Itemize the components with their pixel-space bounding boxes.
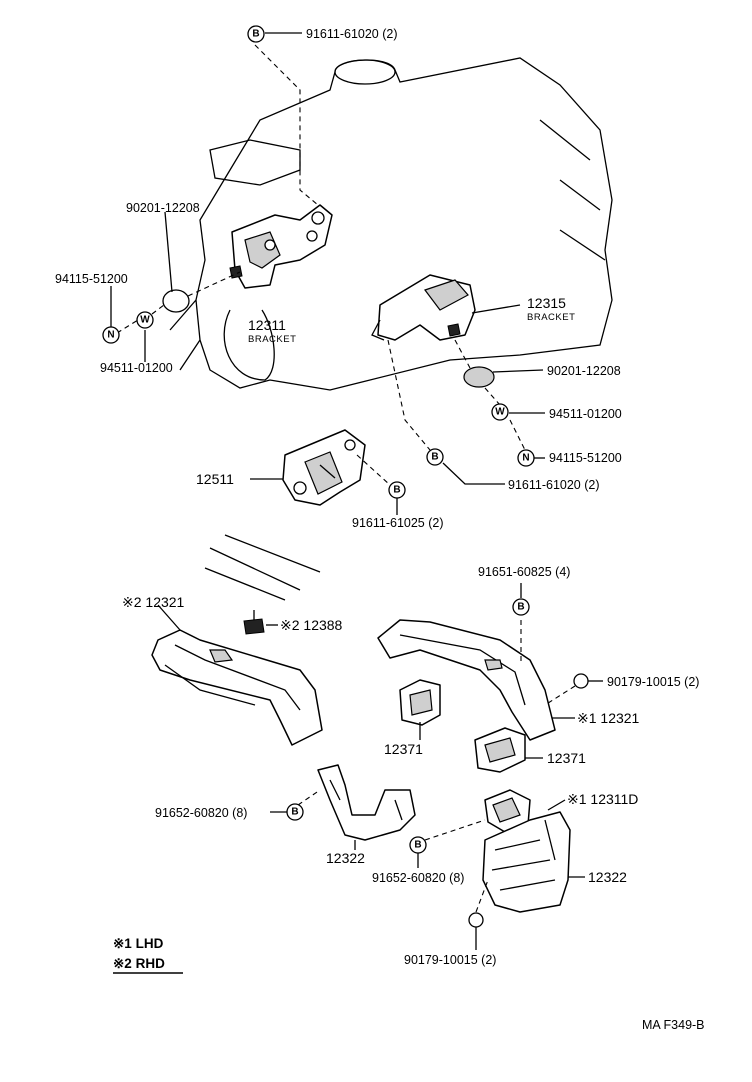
label-lhd-12321: ※1 12321 — [577, 710, 640, 726]
leader-lines — [110, 32, 603, 950]
svg-text:B: B — [431, 452, 438, 463]
label-90201-12208-right: 90201-12208 — [547, 364, 621, 378]
label-12311: 12311 — [248, 317, 286, 333]
symbol-bolt-b-mid: B — [426, 448, 444, 466]
legend: ※1 LHD ※2 RHD — [113, 936, 183, 974]
label-94115-51200-left: 94115-51200 — [55, 272, 128, 286]
part-labels: 91611-61020 (2) 90201-12208 94115-51200 … — [55, 27, 699, 967]
crossmember-lhd-12321 — [377, 619, 556, 741]
diagram-code: MA F349-B — [642, 1018, 705, 1032]
symbol-bolt-b-12322-right: B — [409, 836, 427, 854]
symbol-washer-w-left: W — [136, 311, 154, 329]
symbol-washer-w-right: W — [491, 403, 509, 421]
legend-lhd: ※1 LHD — [113, 936, 164, 951]
svg-text:B: B — [517, 602, 524, 613]
label-rhd-12321: ※2 12321 — [122, 594, 185, 610]
label-12315-bracket: BRACKET — [527, 312, 575, 323]
label-12371-left: 12371 — [384, 741, 423, 757]
bracket-12315 — [371, 274, 476, 341]
svg-text:N: N — [522, 453, 529, 464]
bracket-12322-right — [482, 811, 571, 913]
symbol-bolt-b-12322-left: B — [286, 803, 304, 821]
insulator-12511 — [282, 429, 366, 506]
label-rhd-12388: ※2 12388 — [280, 617, 343, 633]
svg-text:B: B — [414, 840, 421, 851]
label-12322-right: 12322 — [588, 869, 627, 885]
label-91652-60820-right: 91652-60820 (8) — [372, 871, 464, 885]
crossmember-rhd-12321 — [151, 629, 323, 746]
label-94511-01200-left: 94511-01200 — [100, 361, 173, 375]
label-94511-01200-right: 94511-01200 — [549, 407, 622, 421]
svg-text:N: N — [107, 330, 114, 341]
bracket-12311 — [229, 204, 333, 289]
symbol-bolt-b-12511: B — [388, 481, 406, 499]
label-91611-61025: 91611-61025 (2) — [352, 516, 444, 530]
svg-text:B: B — [252, 29, 259, 40]
label-91611-61020-top: 91611-61020 (2) — [306, 27, 398, 41]
symbol-nut-n-right: N — [517, 449, 535, 467]
label-91611-61020-mid: 91611-61020 (2) — [508, 478, 600, 492]
insulator-12371-right — [474, 727, 526, 773]
bolt-12388 — [243, 610, 265, 635]
symbol-nut-n-left: N — [102, 326, 120, 344]
label-90179-10015-bottom: 90179-10015 (2) — [404, 953, 496, 967]
svg-text:W: W — [140, 315, 150, 326]
svg-text:W: W — [495, 407, 505, 418]
legend-rhd: ※2 RHD — [113, 956, 165, 971]
label-12315: 12315 — [527, 295, 566, 311]
symbol-bolt-b-crossmember: B — [512, 598, 530, 616]
label-91651-60825: 91651-60825 (4) — [478, 565, 570, 579]
frame-rails — [204, 534, 321, 601]
label-12371-right: 12371 — [547, 750, 586, 766]
nut-90179-bottom — [468, 912, 484, 928]
symbol-bolt-b-top: B — [247, 25, 265, 43]
label-12311-bracket: BRACKET — [248, 334, 296, 345]
label-lhd-12311d: ※1 12311D — [567, 791, 638, 807]
label-90179-10015-top: 90179-10015 (2) — [607, 675, 699, 689]
label-12511: 12511 — [196, 471, 234, 487]
svg-text:B: B — [393, 485, 400, 496]
bracket-12322-left — [317, 764, 416, 841]
washer-right — [463, 366, 495, 388]
svg-text:B: B — [291, 807, 298, 818]
label-12322-left: 12322 — [326, 850, 365, 866]
insulator-12371-left — [399, 679, 441, 726]
engine-outline — [169, 57, 613, 391]
symbol-nut-90179-top — [573, 673, 589, 689]
label-94115-51200-right: 94115-51200 — [549, 451, 622, 465]
washer-left — [162, 289, 190, 313]
label-90201-12208-left: 90201-12208 — [126, 201, 200, 215]
label-91652-60820-left: 91652-60820 (8) — [155, 806, 247, 820]
